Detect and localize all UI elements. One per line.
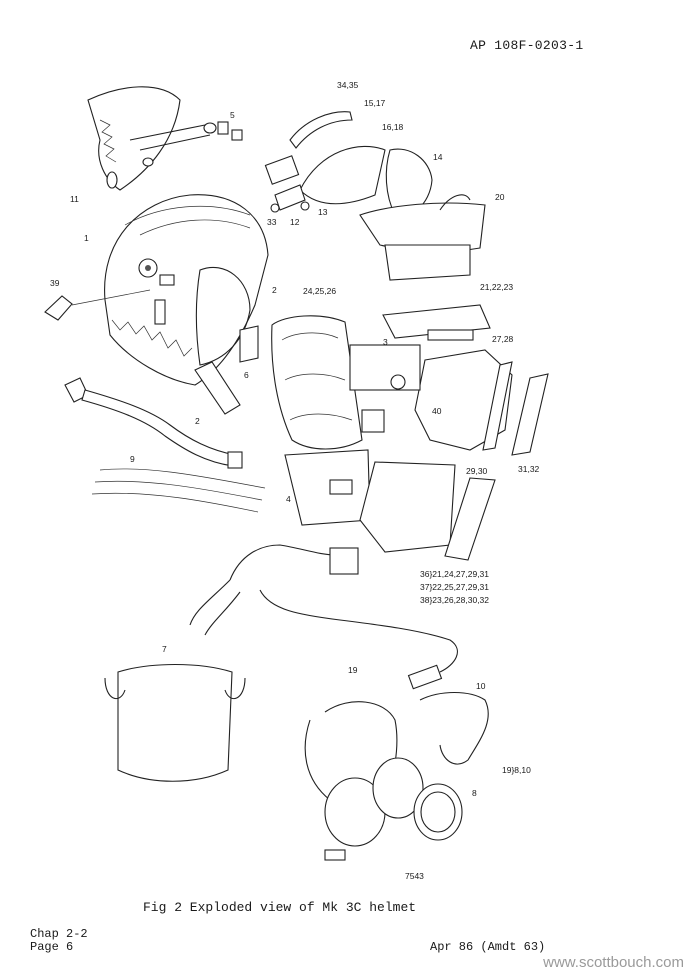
watermark: www.scottbouch.com [543, 954, 684, 971]
callout-8: 8 [472, 788, 477, 798]
callout-27-28: 27,28 [492, 334, 514, 344]
cords-part-9 [91, 468, 266, 513]
callout-31-32: 31,32 [518, 464, 540, 474]
callout-24-26: 24,25,26 [303, 286, 336, 296]
headset-parts-19-10-8 [304, 692, 489, 861]
visor-bracket-parts [264, 145, 433, 217]
screws-part-5 [203, 121, 243, 141]
callout-21-23: 21,22,23 [480, 282, 513, 292]
callout-1: 1 [84, 233, 89, 243]
key-line-38: 38}23,26,28,30,32 [420, 595, 489, 605]
liner-part-24-26 [271, 315, 363, 450]
callout-33: 33 [267, 217, 277, 227]
callout-16-18: 16,18 [382, 122, 404, 132]
callout-9: 9 [130, 454, 135, 464]
callout-10: 10 [476, 681, 486, 691]
stowage-bag-part-7 [104, 664, 246, 782]
page-label: Page 6 [30, 940, 74, 954]
drawing-number: 7543 [405, 871, 424, 881]
strap-part-6 [194, 361, 241, 415]
callout-labels: 34,35 15,17 16,18 5 14 11 33 12 13 20 1 … [50, 80, 540, 881]
chin-strap-part-2 [64, 377, 243, 469]
chapter-label: Chap 2-2 [30, 927, 88, 941]
callout-7: 7 [162, 644, 167, 654]
cable-assembly [189, 544, 458, 690]
callout-12: 12 [290, 217, 300, 227]
callout-13: 13 [318, 207, 328, 217]
strip-part-34-35 [289, 111, 353, 149]
chapter-page: Chap 2-2 Page 6 [30, 928, 88, 954]
callout-19-8-10: 19}8,10 [502, 765, 531, 775]
plate-part-21-23 [382, 304, 491, 341]
liner-parts-4-29-30 [284, 449, 496, 561]
clip-part-39 [44, 295, 73, 321]
callout-34-35: 34,35 [337, 80, 359, 90]
document-reference: AP 108F-0203-1 [470, 38, 584, 53]
callout-11: 11 [70, 194, 79, 204]
shell-fragment [87, 86, 211, 191]
callout-20: 20 [495, 192, 505, 202]
helmet-shell-part-1 [104, 194, 269, 386]
visor-cover-part-20 [359, 194, 486, 281]
key-line-36: 36}21,24,27,29,31 [420, 569, 489, 579]
pad-part-31-32 [511, 373, 549, 456]
amendment-date: Apr 86 (Amdt 63) [430, 940, 546, 954]
callout-3: 3 [383, 337, 388, 347]
pad-part-27-28 [414, 349, 513, 451]
callout-2a: 2 [272, 285, 277, 295]
callout-39: 39 [50, 278, 60, 288]
callout-14: 14 [433, 152, 443, 162]
callout-29-30: 29,30 [466, 466, 488, 476]
callout-6: 6 [244, 370, 249, 380]
figure-caption: Fig 2 Exploded view of Mk 3C helmet [143, 900, 417, 915]
callout-15-17: 15,17 [364, 98, 386, 108]
callout-4: 4 [286, 494, 291, 504]
key-line-37: 37}22,25,27,29,31 [420, 582, 489, 592]
callout-40: 40 [432, 406, 442, 416]
fitting-parts-3-40 [349, 344, 421, 433]
callout-2b: 2 [195, 416, 200, 426]
callout-19: 19 [348, 665, 358, 675]
callout-5: 5 [230, 110, 235, 120]
